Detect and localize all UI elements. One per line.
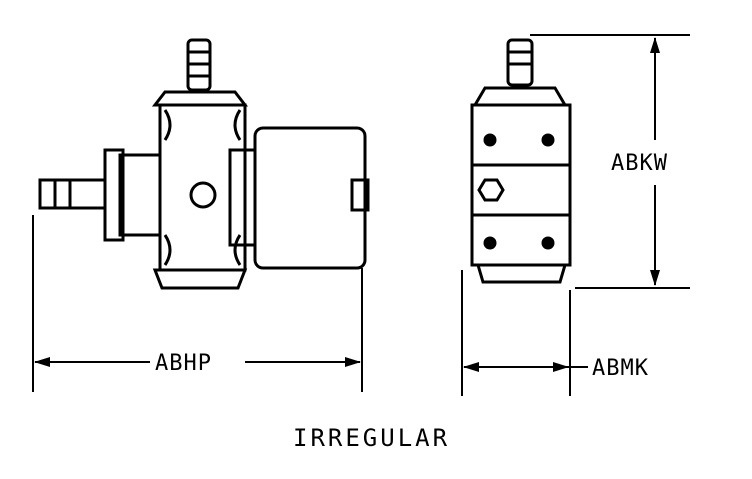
hex-port — [477, 178, 505, 202]
drawing-caption: IRREGULAR — [293, 424, 450, 452]
height-dimension-label: ABKW — [611, 151, 668, 176]
left-shaft — [38, 178, 107, 210]
width-dimension-label: ABMK — [592, 356, 649, 381]
dimension-lines — [32, 34, 690, 396]
side-port — [118, 153, 162, 237]
actuator-housing — [253, 126, 367, 270]
bottom-flange — [152, 268, 248, 290]
length-dimension-label: ABHP — [155, 351, 212, 376]
side-view — [38, 38, 370, 290]
top-flange — [151, 90, 249, 107]
front-view — [470, 38, 572, 284]
center-port — [189, 181, 217, 209]
